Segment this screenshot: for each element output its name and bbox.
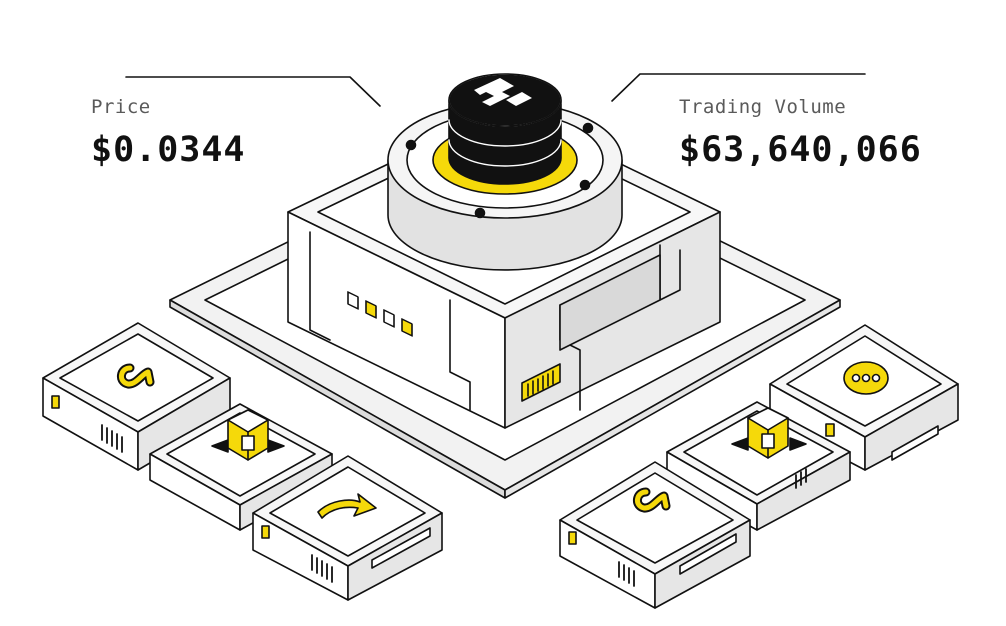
trading-volume-stat: Trading Volume $63,640,066 <box>679 96 922 170</box>
trading-volume-label: Trading Volume <box>679 96 847 118</box>
arrow-icon <box>317 493 377 519</box>
module-arrow-left <box>252 455 443 601</box>
cube-logo-icon <box>747 407 789 459</box>
price-label: Price <box>91 96 151 118</box>
module-cube-left <box>149 403 333 531</box>
price-stat: Price $0.0344 <box>91 96 246 170</box>
indicator-led-2 <box>365 300 377 319</box>
alpha-icon <box>633 487 671 513</box>
indicator-led-3 <box>383 309 395 328</box>
price-value: $0.0344 <box>91 130 246 170</box>
connector-lines <box>125 73 866 107</box>
chat-bubble-icon <box>843 361 889 395</box>
port-connector <box>521 363 561 402</box>
coin-stack <box>448 73 562 185</box>
indicator-led-1 <box>347 291 359 310</box>
indicator-led-4 <box>401 318 413 337</box>
token-logo-icon <box>474 78 532 106</box>
trading-volume-value: $63,640,066 <box>679 130 922 170</box>
cube-logo-icon <box>227 409 269 461</box>
alpha-icon <box>117 363 155 389</box>
module-chat-right <box>769 324 959 471</box>
module-alpha-right <box>559 461 751 609</box>
